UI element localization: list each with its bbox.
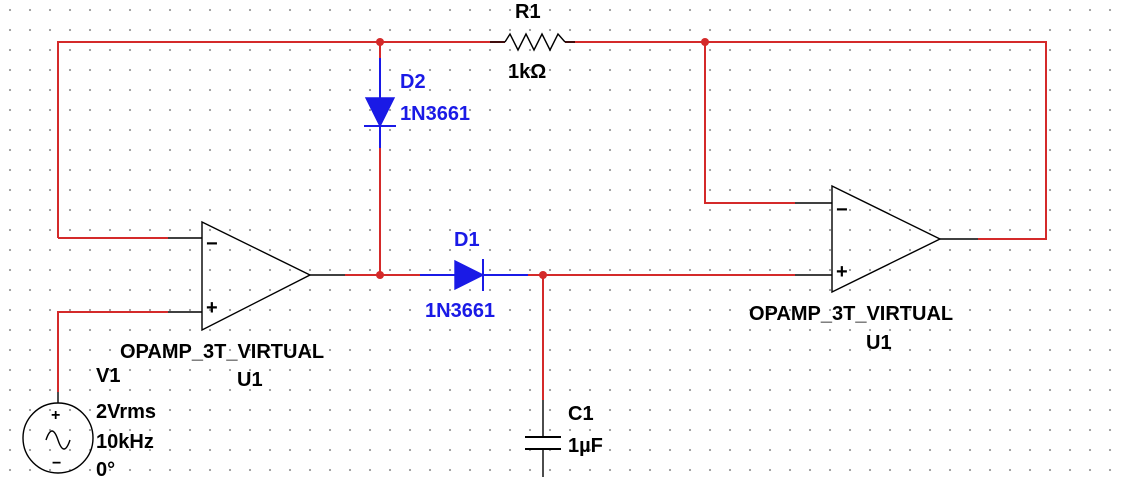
v1-phase: 0°	[96, 459, 115, 477]
wire-r1-to-u1-right-minus[interactable]	[704, 42, 795, 204]
v1-frequency: 10kHz	[96, 431, 154, 453]
u1-right-minus-sign: −	[836, 199, 848, 221]
junction-top-d2	[376, 38, 384, 46]
u1-right-model: OPAMP_3T_VIRTUAL	[749, 303, 953, 325]
sine-wave-icon	[45, 430, 71, 450]
r1-ref: R1	[515, 1, 541, 23]
u1-right-ref: U1	[866, 332, 892, 354]
opamp-u1-right[interactable]: − + OPAMP_3T_VIRTUAL U1	[749, 184, 953, 354]
wire-v1-to-u1-left-plus[interactable]	[57, 311, 168, 392]
ac-source-icon	[22, 402, 94, 474]
d2-part: 1N3661	[400, 103, 470, 125]
junction-d1-c1	[539, 271, 547, 279]
v1-plus-sign: +	[51, 407, 60, 424]
resistor-icon	[504, 32, 566, 52]
wire-top-left[interactable]	[57, 41, 505, 238]
capacitor-c1[interactable]: C1 1µF	[525, 403, 603, 457]
c1-ref: C1	[568, 403, 594, 425]
junction-top-right	[701, 38, 709, 46]
v1-ref: V1	[96, 365, 120, 387]
diode-icon	[364, 97, 396, 128]
u1-left-minus-sign: −	[206, 233, 218, 255]
d1-part: 1N3661	[425, 300, 495, 322]
opamp-icon	[201, 220, 312, 332]
v1-amplitude: 2Vrms	[96, 401, 156, 423]
v1-minus-sign: −	[52, 455, 61, 472]
u1-right-plus-sign: +	[836, 261, 848, 283]
diode-d1[interactable]: D1 1N3661	[420, 229, 528, 322]
u1-left-plus-sign: +	[206, 297, 218, 319]
u1-left-model: OPAMP_3T_VIRTUAL	[120, 341, 324, 363]
capacitor-icon	[525, 436, 561, 450]
junction-u1-out-d2	[376, 271, 384, 279]
resistor-r1[interactable]: R1 1kΩ	[504, 1, 566, 83]
junctions	[376, 38, 709, 279]
opamp-icon	[831, 184, 942, 294]
diode-d2[interactable]: D2 1N3661	[364, 58, 470, 148]
c1-value: 1µF	[568, 435, 603, 457]
r1-value: 1kΩ	[508, 61, 546, 83]
wires	[57, 41, 1047, 400]
wire-top-right[interactable]	[565, 41, 1047, 240]
source-v1[interactable]: + − V1 2Vrms 10kHz 0°	[22, 365, 156, 477]
diode-icon	[454, 259, 485, 291]
opamp-u1-left[interactable]: − + OPAMP_3T_VIRTUAL U1	[120, 220, 324, 391]
d2-ref: D2	[400, 71, 426, 93]
component-leads	[168, 41, 978, 477]
d1-ref: D1	[454, 229, 480, 251]
u1-left-ref: U1	[237, 369, 263, 391]
